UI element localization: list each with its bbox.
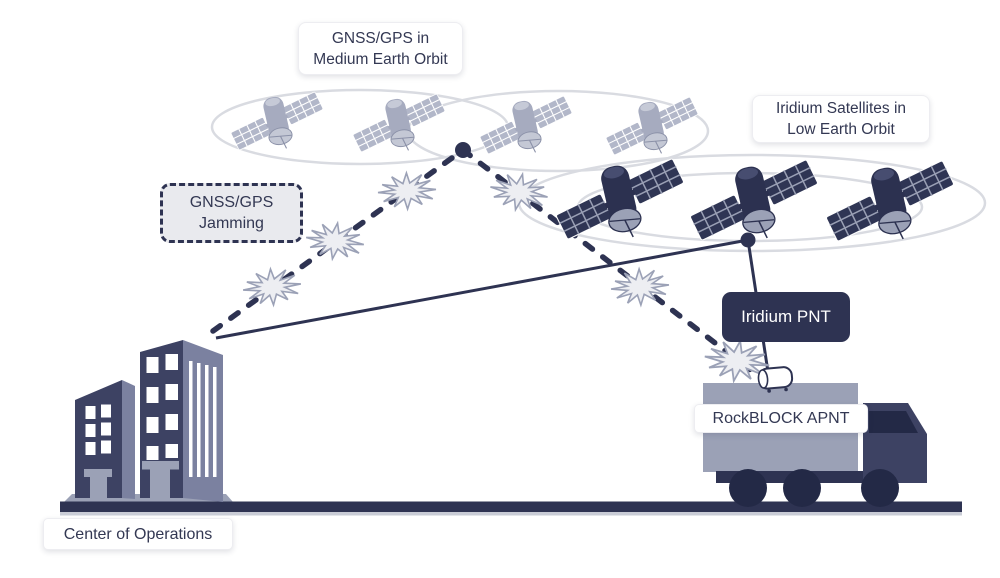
gnss-dashed-line-truck	[460, 147, 756, 375]
meo-orbit-label-line1: GNSS/GPS in	[331, 29, 430, 47]
ground-line	[60, 501, 962, 512]
gnss-jamming-line1: GNSS/GPS	[189, 194, 274, 211]
iridium-signal-line-ops	[215, 238, 749, 340]
meo-orbit-label-line2: Medium Earth Orbit	[313, 50, 448, 68]
network-node-dot	[740, 232, 756, 248]
iridium-pnt-label: Iridium PNT	[741, 307, 831, 326]
leo-orbit-label-line1: Iridium Satellites in	[775, 100, 907, 117]
jamming-bursts	[239, 169, 773, 386]
leo-orbit-label-line2: Low Earth Orbit	[787, 121, 895, 138]
ground-shadow-line	[60, 512, 962, 516]
gnss-jamming-line2: Jamming	[199, 215, 264, 232]
leo-orbit-label: Iridium Satellites in Low Earth Orbit	[752, 95, 930, 143]
truck-wheel	[783, 469, 821, 507]
leo-satellites	[545, 137, 967, 268]
truck-wheel	[729, 469, 767, 507]
network-node-dot	[455, 142, 471, 158]
office-buildings-icon	[75, 340, 223, 502]
rockblock-device-icon	[757, 366, 794, 393]
center-of-operations-text: Center of Operations	[63, 525, 213, 543]
truck-icon	[703, 383, 927, 507]
meo-orbit-label: GNSS/GPS in Medium Earth Orbit	[298, 22, 463, 75]
truck-cab-window	[869, 411, 918, 433]
rockblock-apnt-label: RockBLOCK APNT	[694, 404, 868, 433]
truck-wheel	[861, 469, 899, 507]
gnss-jamming-box: GNSS/GPS Jamming	[160, 183, 303, 243]
center-of-operations-label: Center of Operations	[43, 518, 233, 550]
rockblock-apnt-text: RockBLOCK APNT	[712, 410, 850, 427]
iridium-pnt-box: Iridium PNT	[722, 292, 850, 342]
